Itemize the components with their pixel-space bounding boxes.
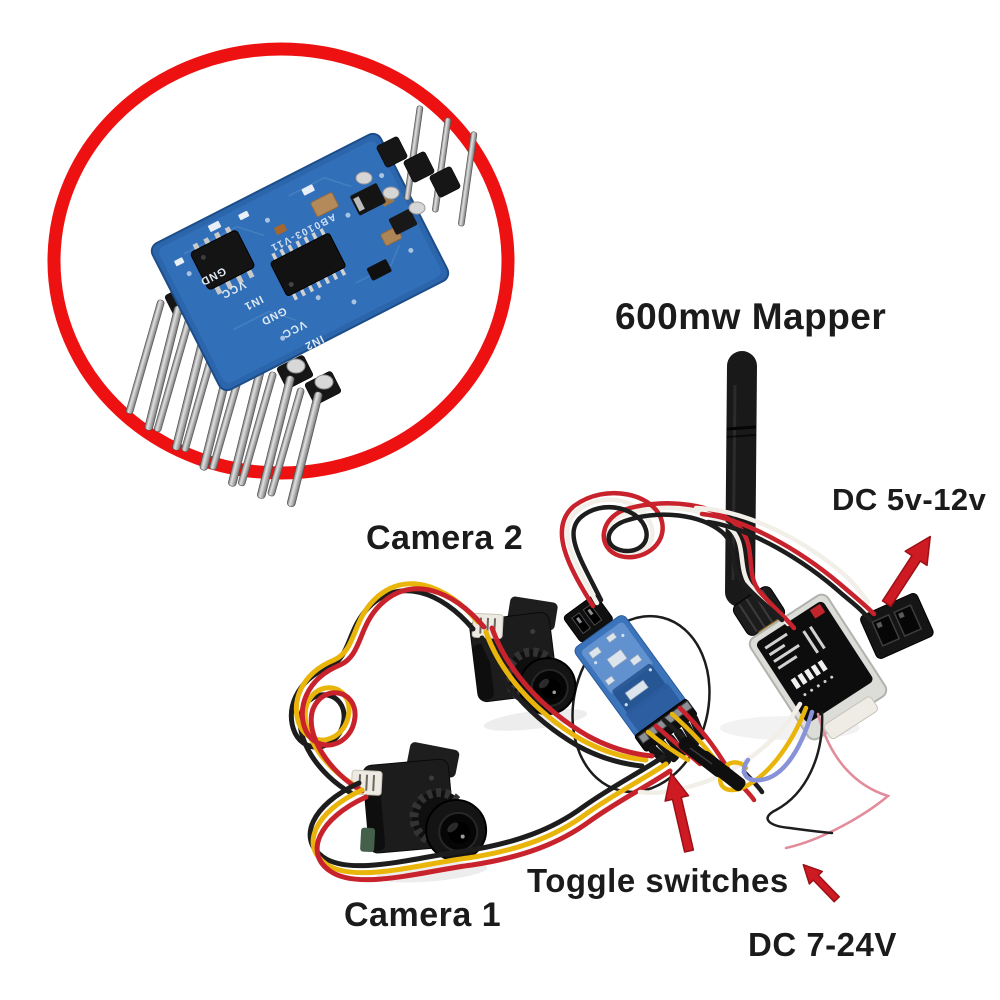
label-dc-7-24v: DC 7-24V (748, 926, 897, 963)
label-toggle-switches: Toggle switches (527, 862, 789, 899)
switcher-pcb: GND VCC IN1 GND VCC IN2 AB0103-V11 (126, 105, 478, 508)
arrow-dc-5v-12v (881, 535, 931, 608)
dupont-joiners (678, 736, 746, 792)
toggle-switch-module (563, 594, 706, 767)
camera-1-lens (409, 788, 488, 862)
pcb-top-pin-header (355, 105, 478, 227)
camera2-wire-run (479, 625, 655, 769)
tssop-chip (270, 228, 347, 301)
soic8-chip (190, 226, 255, 295)
vtx-wire-bundle (637, 701, 891, 850)
label-dc-5v-12v: DC 5v-12v (832, 482, 987, 517)
vtx-logo-mark (810, 604, 825, 619)
vtx-body (748, 593, 888, 741)
vtx-wire-connector (823, 696, 879, 740)
arrow-toggle-switches (664, 772, 695, 853)
arrows (664, 535, 931, 903)
label-camera-2: Camera 2 (366, 519, 524, 557)
camera-1-pcb-edge (360, 827, 376, 853)
label-600mw-mapper: 600mw Mapper (615, 296, 887, 337)
arrow-dc-7-24v (802, 863, 840, 903)
camera-2 (469, 596, 588, 731)
camera1-wire-run (307, 754, 673, 883)
signal-wire-bundle (559, 490, 877, 631)
label-camera-1: Camera 1 (344, 896, 502, 934)
dc-power-connector (860, 592, 934, 659)
vtx-label (756, 601, 873, 723)
camera-wire-bundle (288, 581, 487, 796)
module-input-plug (563, 594, 613, 643)
